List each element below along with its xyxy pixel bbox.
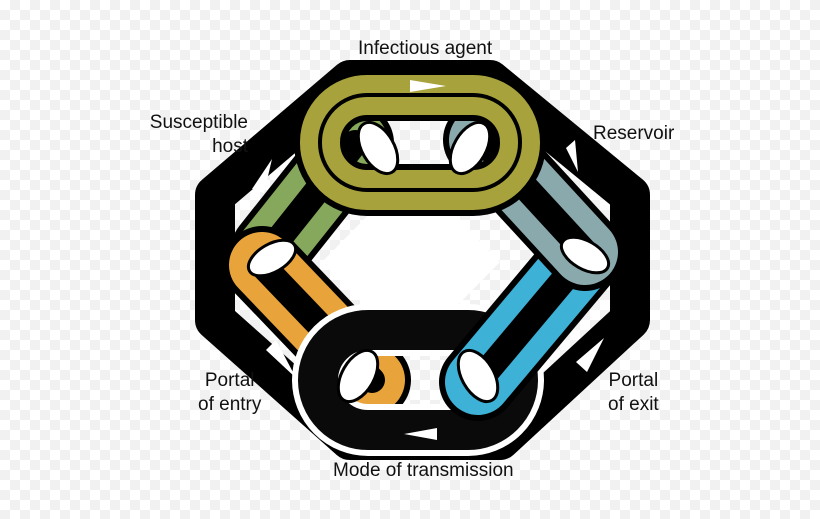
flow-arrows [252,80,604,440]
label-susceptible-host-line2: host [212,136,248,157]
arrow-portal-of-entry [266,340,296,378]
label-infectious-agent: Infectious agent [358,37,492,61]
label-reservoir: Reservoir [593,122,674,146]
chain-inner-hole [322,205,500,318]
label-portal-of-entry-line1: Portal [204,370,255,391]
label-susceptible-host-line1: Susceptible [149,112,248,133]
link-openings [246,120,611,404]
label-portal-of-entry-line2: of entry [198,394,262,415]
label-portal-of-exit-line2: of exit [608,394,659,415]
arrow-susceptible-host [252,159,272,193]
link-infectious-agent [294,69,546,216]
arrow-portal-of-exit [576,338,604,372]
arrow-mode-of-transmission [404,428,437,440]
label-mode-of-transmission: Mode of transmission [333,459,514,483]
label-portal-of-exit: Portal of exit [608,369,659,417]
label-susceptible-host: Susceptible host [150,111,248,159]
arrow-reservoir [566,140,578,172]
label-portal-of-entry: Portal of entry [198,369,261,417]
label-portal-of-exit-line1: Portal [608,370,659,391]
label-infectious-agent-text: Infectious agent [358,38,493,59]
arrow-infectious-agent [410,80,446,92]
label-mode-of-transmission-text: Mode of transmission [333,460,514,481]
label-reservoir-text: Reservoir [593,123,675,144]
